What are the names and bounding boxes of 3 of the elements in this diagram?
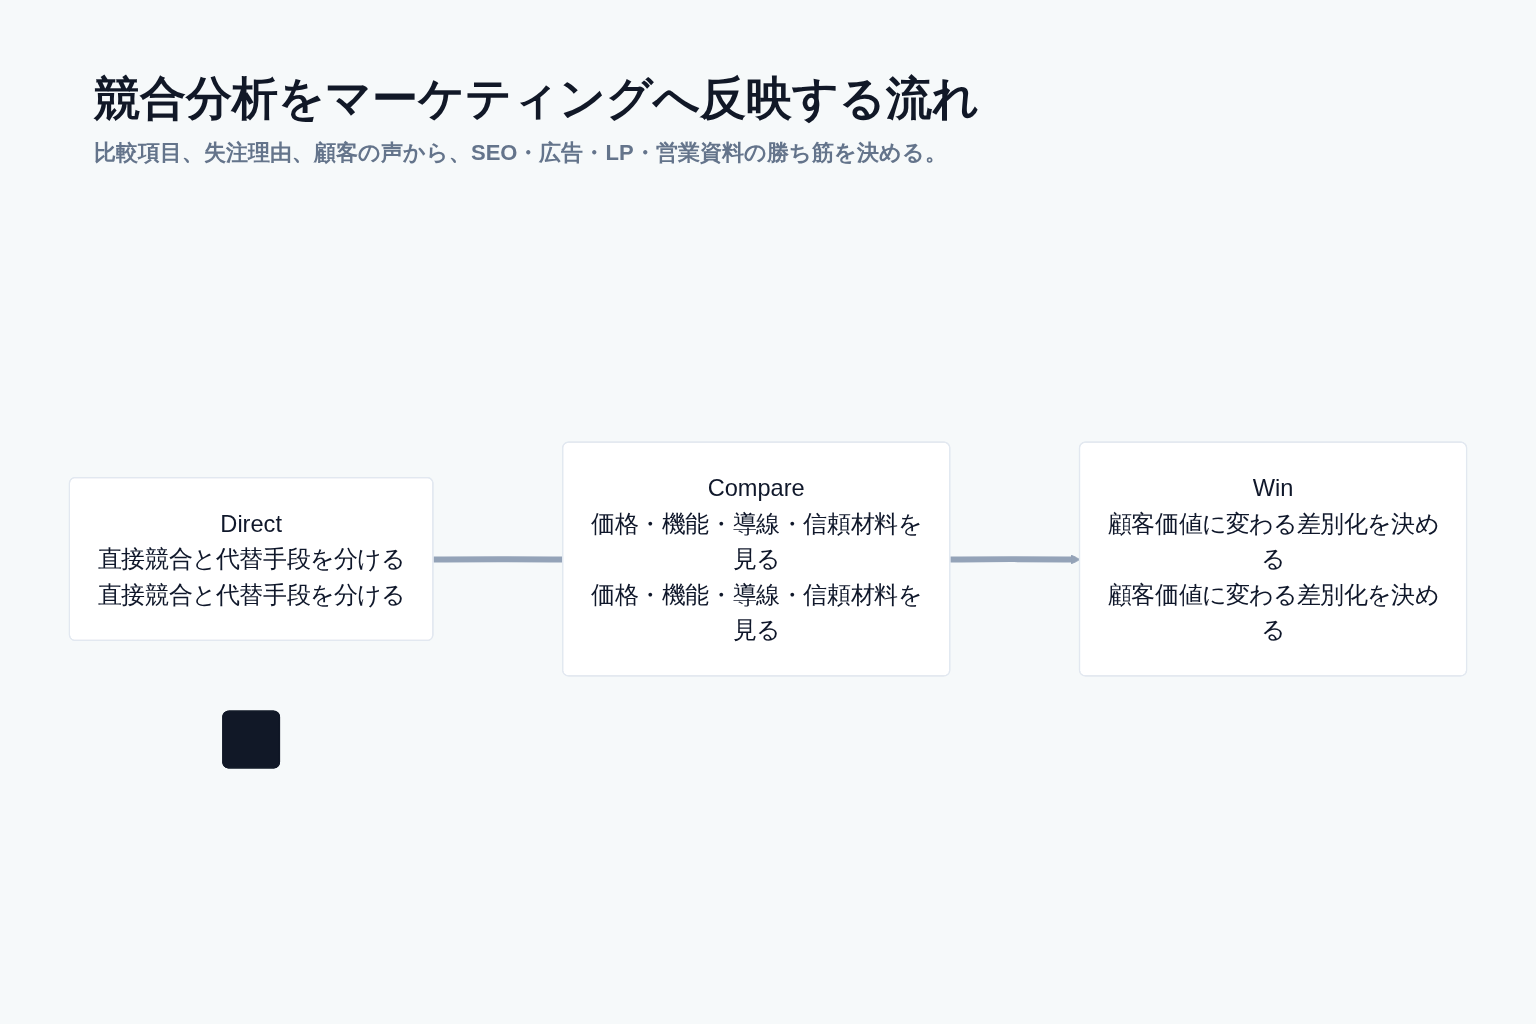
subtitle-text: 比較項目、失注理由、顧客の声から、SEO・広告・LP・営業資料の勝ち筋を決める。 [94, 138, 947, 167]
diagram-title: 競合分析をマーケティングへ反映する流れ [94, 71, 979, 126]
connector [433, 556, 564, 563]
